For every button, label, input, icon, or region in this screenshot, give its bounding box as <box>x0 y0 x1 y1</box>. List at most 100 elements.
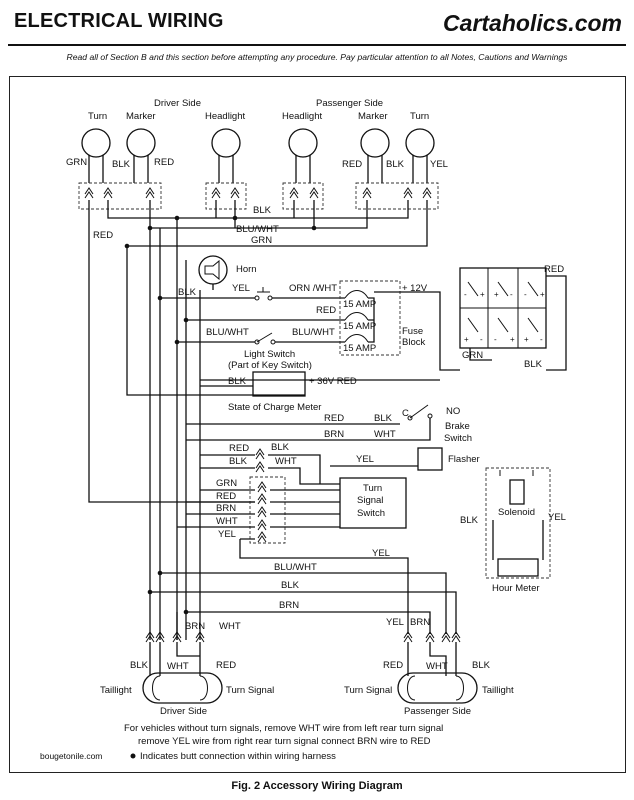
headlight-left <box>211 128 241 183</box>
label-light-switch: Light Switch <box>244 349 295 360</box>
label-brake-no: NO <box>446 406 460 417</box>
fuse-label-1: 15 AMP <box>343 299 376 310</box>
battery-pack: -+ +- -+ +- -+ +- <box>459 267 547 349</box>
wire-label-red-fuse: RED <box>316 305 336 316</box>
turn-switch-harness <box>177 489 340 540</box>
label-turn-signal-left: Turn Signal <box>226 685 274 696</box>
label-turn-switch-1: Turn <box>363 483 382 494</box>
svg-text:+: + <box>464 335 469 344</box>
battery-red-feed <box>546 275 567 371</box>
horn-button <box>254 287 273 301</box>
turn-switch-connectors <box>257 481 267 543</box>
wire-label-red-battery: RED <box>544 264 564 275</box>
front-wiring <box>88 200 428 640</box>
flasher <box>417 447 443 471</box>
wire-label-blk-rear: BLK <box>281 580 300 591</box>
label-horn: Horn <box>236 264 257 275</box>
wire-label-grn-ts: GRN <box>216 478 237 489</box>
wire-label-blk-meter: BLK <box>228 376 247 387</box>
wire-label-blk-bus: BLK <box>253 205 272 216</box>
label-turn-left: Turn <box>88 111 107 122</box>
watermark: bougetonile.com <box>40 751 102 761</box>
state-of-charge-meter <box>252 371 306 397</box>
fuse-label-3: 15 AMP <box>343 343 376 354</box>
wire-label-grn-front-left: GRN <box>66 157 87 168</box>
wire-label-blk-flasher-2: BLK <box>229 456 248 467</box>
wire-label-blk-horn: BLK <box>178 287 197 298</box>
label-turn-switch-3: Switch <box>357 508 385 519</box>
wire-label-yel-flasher: YEL <box>356 454 374 465</box>
wire-label-blk-brake: BLK <box>374 413 393 424</box>
wire-label-grn-battery: GRN <box>462 350 483 361</box>
wire-label-brn-brake: BRN <box>324 429 344 440</box>
wire-label-yel-front-right: YEL <box>430 159 448 170</box>
turn-switch-connector-box <box>249 476 286 544</box>
svg-text:-: - <box>494 335 497 344</box>
wire-label-brn-rear: BRN <box>279 600 299 611</box>
svg-text:+: + <box>480 290 485 299</box>
label-fuse: Fuse <box>402 326 423 337</box>
battery-ground <box>200 348 492 381</box>
brake-circuit <box>186 418 431 441</box>
hour-meter <box>497 558 539 577</box>
wire-label-brn-ts: BRN <box>216 503 236 514</box>
label-driver-side-front: Driver Side <box>154 98 201 109</box>
header-rule <box>8 44 626 46</box>
wire-label-red-left: RED <box>93 230 113 241</box>
wire-label-grn-bus: GRN <box>251 235 272 246</box>
legend-butt-connection: Indicates butt connection within wiring … <box>140 751 336 762</box>
label-plus-36v-red: + 36V RED <box>309 376 357 387</box>
wire-label-blk-flasher: BLK <box>271 442 290 453</box>
wire-label-blu-wht-bus: BLU/WHT <box>236 224 279 235</box>
brake-switch <box>407 404 433 421</box>
label-marker-right: Marker <box>358 111 388 122</box>
label-brake-c: C <box>402 408 409 419</box>
brand-name: Cartaholics.com <box>443 10 622 36</box>
label-driver-side-rear: Driver Side <box>160 706 207 717</box>
label-turn-signal-right: Turn Signal <box>344 685 392 696</box>
light-switch <box>254 332 276 345</box>
wire-label-blk-rear-right: BLK <box>472 660 491 671</box>
solenoid <box>509 479 525 505</box>
wire-label-red-rear-left: RED <box>216 660 236 671</box>
wire-label-yel-rear-right: YEL <box>386 617 404 628</box>
svg-text:-: - <box>480 335 483 344</box>
label-switch: Switch <box>444 433 472 444</box>
wire-label-wht-rear-left-light: WHT <box>167 661 189 672</box>
label-headlight-right: Headlight <box>282 111 322 122</box>
wire-label-orn-wht: ORN /WHT <box>289 283 337 294</box>
front-right-connector-box <box>355 182 439 210</box>
label-headlight-left: Headlight <box>205 111 245 122</box>
wire-label-blk-solenoid: BLK <box>460 515 479 526</box>
page-title: ELECTRICAL WIRING <box>14 10 224 32</box>
label-taillight-left: Taillight <box>100 685 132 696</box>
wire-label-yel-rear: YEL <box>372 548 390 559</box>
wire-label-red-brake: RED <box>324 413 344 424</box>
wire-label-yel-solenoid: YEL <box>548 512 566 523</box>
label-state-of-charge-meter: State of Charge Meter <box>228 402 321 413</box>
wire-label-red-front-right: RED <box>342 159 362 170</box>
wire-label-brn-rear-left: BRN <box>185 621 205 632</box>
wire-label-blu-wht-switch-right: BLU/WHT <box>292 327 335 338</box>
turn-signal-switch <box>339 477 407 529</box>
figure-caption: Fig. 2 Accessory Wiring Diagram <box>231 780 403 792</box>
rear-light-right <box>397 672 478 704</box>
headlight-left-connector-box <box>205 182 247 210</box>
wire-label-blk-front-right: BLK <box>386 159 405 170</box>
label-marker-left: Marker <box>126 111 156 122</box>
note-line-1: For vehicles without turn signals, remov… <box>124 723 443 734</box>
wire-label-wht-flasher: WHT <box>275 456 297 467</box>
wire-label-red-front-left: RED <box>154 157 174 168</box>
svg-text:-: - <box>524 290 527 299</box>
label-part-of-key-switch: (Part of Key Switch) <box>228 360 312 371</box>
svg-text:+: + <box>540 290 545 299</box>
svg-text:+: + <box>494 290 499 299</box>
wire-label-blk-rear-left: BLK <box>130 660 149 671</box>
plus12-feed <box>400 291 460 371</box>
butt-connection-legend-dot <box>130 753 136 759</box>
front-lights <box>81 128 435 183</box>
wire-label-red-flasher: RED <box>229 443 249 454</box>
rear-light-left <box>142 672 223 704</box>
label-hour-meter: Hour Meter <box>492 583 540 594</box>
